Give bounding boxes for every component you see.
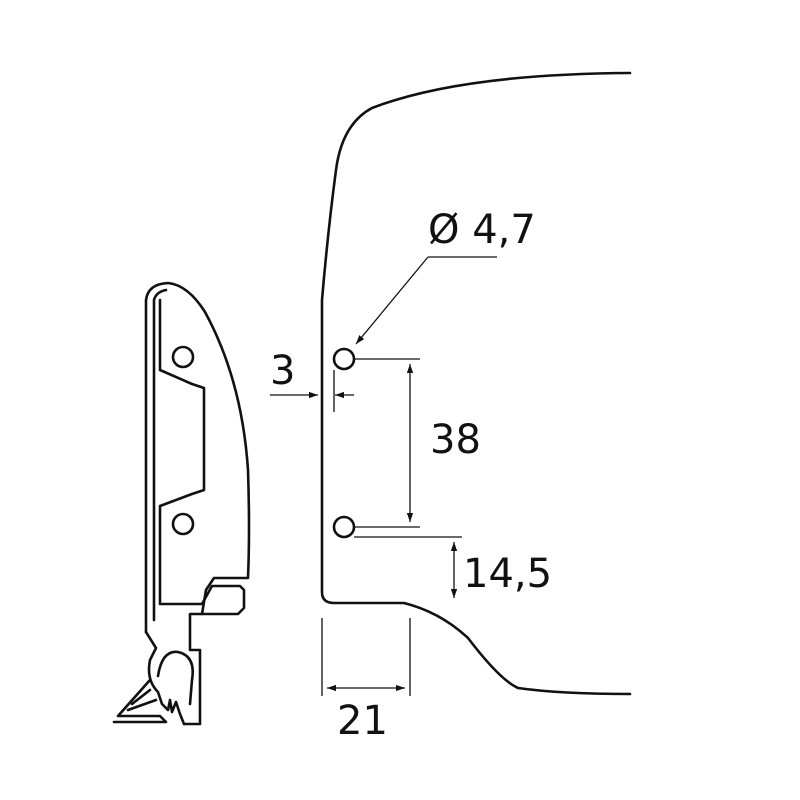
hole-spacing-label: 38 [430, 417, 481, 463]
dimension-diameter: Ø 4,7 [355, 207, 536, 345]
clip-side-profile [112, 281, 251, 726]
dimension-edge-offset: 3 [270, 348, 354, 412]
bottom-offset-label: 14,5 [463, 551, 552, 597]
dimension-bottom-offset: 14,5 [354, 536, 552, 598]
width-label: 21 [337, 698, 388, 744]
dimension-width: 21 [321, 618, 411, 744]
profile-hole-lower [171, 512, 195, 536]
profile-hole-upper [171, 345, 195, 369]
edge-offset-label: 3 [270, 348, 295, 394]
dimension-hole-spacing: 38 [354, 358, 481, 528]
diameter-label: Ø 4,7 [428, 207, 536, 253]
